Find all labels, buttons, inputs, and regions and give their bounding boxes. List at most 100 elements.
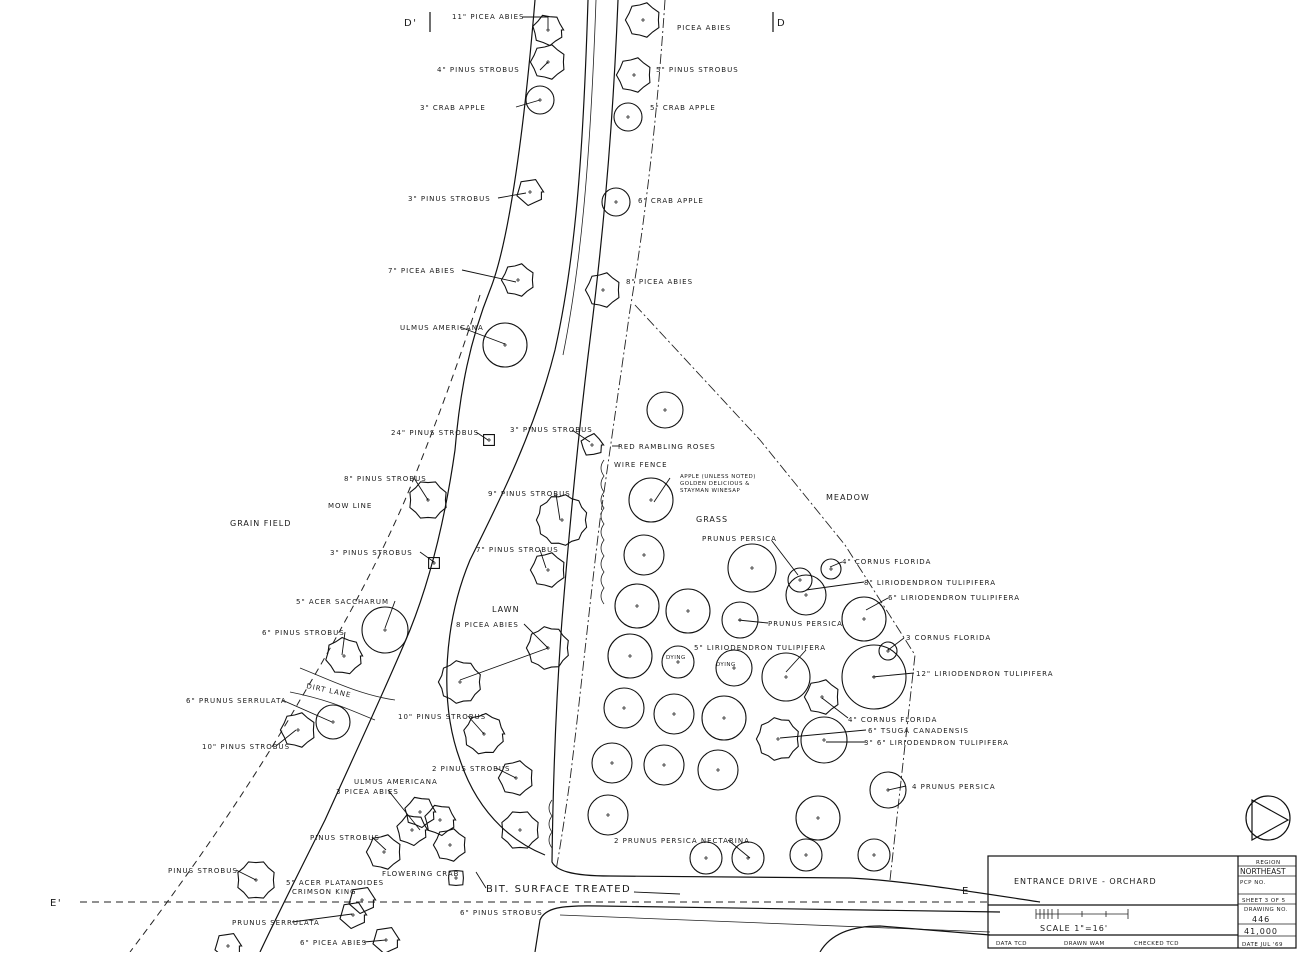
tree-symbol-60 (800, 716, 848, 764)
label-r13: PRUNUS PERSICA (768, 620, 843, 628)
tree-center-mark-26 (360, 898, 364, 902)
tree-center-mark-57 (672, 712, 676, 716)
label-t16: 6" PRUNUS SERRULATA (186, 697, 287, 705)
road-lower-edge (534, 905, 1001, 953)
title-block-number: 41,000 (1244, 927, 1278, 936)
mow-line (129, 294, 481, 953)
label-r16: 12" LIRIODENDRON TULIPIFERA (916, 670, 1054, 678)
label-r21: 3" 6" LIRIODENDRON TULIPIFERA (864, 739, 1009, 747)
tree-symbol-18 (463, 712, 506, 755)
title-block: ENTRANCE DRIVE - ORCHARD SCALE 1"=16' DA… (987, 855, 1297, 949)
label-r10: 4" CORNUS FLORIDA (842, 558, 931, 566)
tree-center-mark-24 (448, 843, 452, 847)
tree-center-mark-61 (610, 761, 614, 765)
section-label-d-left: D' (404, 18, 417, 29)
tree-symbol-20 (404, 796, 437, 829)
leader-t05 (461, 269, 517, 283)
tree-symbol-26 (348, 887, 377, 915)
tree-center-mark-51 (676, 660, 680, 664)
title-block-drawing-no: 446 (1252, 915, 1270, 924)
label-t27: 6" PINUS STROBUS (460, 909, 543, 917)
tree-symbol-46 (787, 567, 813, 593)
area-label-grass: GRASS (696, 515, 728, 524)
leader-t22 (371, 836, 387, 851)
tree-center-mark-64 (606, 813, 610, 817)
tree-symbol-41 (614, 583, 660, 629)
label-t03: 3" CRAB APPLE (420, 104, 486, 112)
tree-symbol-66 (869, 771, 907, 809)
label-r22: 4 PRUNUS PERSICA (912, 783, 996, 791)
label-r05: 8" PICEA ABIES (626, 278, 693, 286)
tree-symbol-1 (532, 14, 565, 47)
label-t12: 7" PINUS STROBUS (476, 546, 559, 554)
leader-r22 (887, 785, 907, 791)
area-label-lawn: LAWN (492, 605, 520, 614)
label-t15: 8 PICEA ABIES (456, 621, 519, 629)
tree-symbol-64 (587, 794, 629, 836)
tree-symbol-47 (820, 558, 842, 580)
tree-center-mark-11 (546, 568, 550, 572)
title-block-sheet: SHEET 3 OF 5 (1242, 898, 1286, 904)
tree-symbol-57 (653, 693, 695, 735)
tree-center-mark-33 (632, 73, 636, 77)
label-t05: 7" PICEA ABIES (388, 267, 455, 275)
tree-symbol-69 (789, 838, 823, 872)
leader-surface (475, 871, 487, 889)
tree-symbol-45 (785, 574, 827, 616)
tree-center-mark-31 (454, 876, 458, 880)
area-label-meadow: MEADOW (826, 493, 870, 502)
leader-t17 (275, 729, 297, 747)
leader-t16 (281, 699, 333, 723)
leader-orchard-note (653, 477, 671, 503)
label-t17: 10" PINUS STROBUS (202, 743, 290, 751)
section-label-d-right: D (777, 18, 786, 29)
tree-symbol-25 (237, 861, 275, 899)
scale-bar (1035, 909, 1129, 919)
label-t26: PRUNUS SERRULATA (232, 919, 320, 927)
tree-symbol-32 (624, 2, 660, 38)
leader-t09 (413, 477, 429, 501)
tree-center-mark-43 (750, 566, 754, 570)
tree-center-mark-53 (784, 675, 788, 679)
tree-symbol-27 (339, 902, 368, 930)
tree-symbol-40 (623, 534, 665, 576)
leader-t18 (467, 715, 485, 735)
tree-symbol-30 (501, 811, 539, 849)
tree-symbol-67 (689, 841, 723, 875)
tree-center-mark-32 (641, 18, 645, 22)
tree-symbol-48 (841, 596, 887, 642)
tree-symbol-53 (761, 652, 811, 702)
leader-r20 (779, 729, 867, 739)
label-t01: 11" PICEA ABIES (452, 13, 524, 21)
label-t07: 24" PINUS STROBUS (391, 429, 479, 437)
title-block-region-label: REGION (1256, 860, 1281, 866)
tree-center-mark-65 (816, 816, 820, 820)
tree-symbol-36 (584, 272, 620, 308)
plant-labels-left: 11" PICEA ABIES 4" PINUS STROBUS 3" CRAB… (168, 13, 592, 947)
leader-r11 (805, 581, 865, 591)
label-t22: PINUS STROBUS (310, 834, 380, 842)
leader-lines (235, 16, 915, 943)
leader-t03 (515, 99, 541, 108)
tree-center-mark-46 (798, 578, 802, 582)
tree-symbol-70 (857, 838, 891, 872)
label-r15: 3 CORNUS FLORIDA (906, 634, 991, 642)
tree-center-mark-5 (516, 278, 520, 282)
tree-symbol-17 (315, 704, 351, 740)
tree-symbol-65 (795, 795, 841, 841)
tree-center-mark-62 (662, 763, 666, 767)
tree-center-mark-48 (862, 617, 866, 621)
dirt-lane-south (289, 691, 376, 721)
tree-symbol-11 (529, 552, 565, 588)
tree-center-mark-34 (626, 115, 630, 119)
tree-symbol-3 (525, 85, 555, 115)
tree-symbol-21 (396, 814, 429, 847)
label-r08c: STAYMAN WINESAP (680, 488, 740, 494)
tree-center-mark-29 (226, 944, 230, 948)
tree-center-mark-52 (732, 666, 736, 670)
label-r19: 4" CORNUS FLORIDA (848, 716, 937, 724)
tree-center-mark-25 (254, 878, 258, 882)
tree-center-mark-20 (418, 810, 422, 814)
label-t02: 4" PINUS STROBUS (437, 66, 520, 74)
tree-symbols (214, 2, 907, 957)
